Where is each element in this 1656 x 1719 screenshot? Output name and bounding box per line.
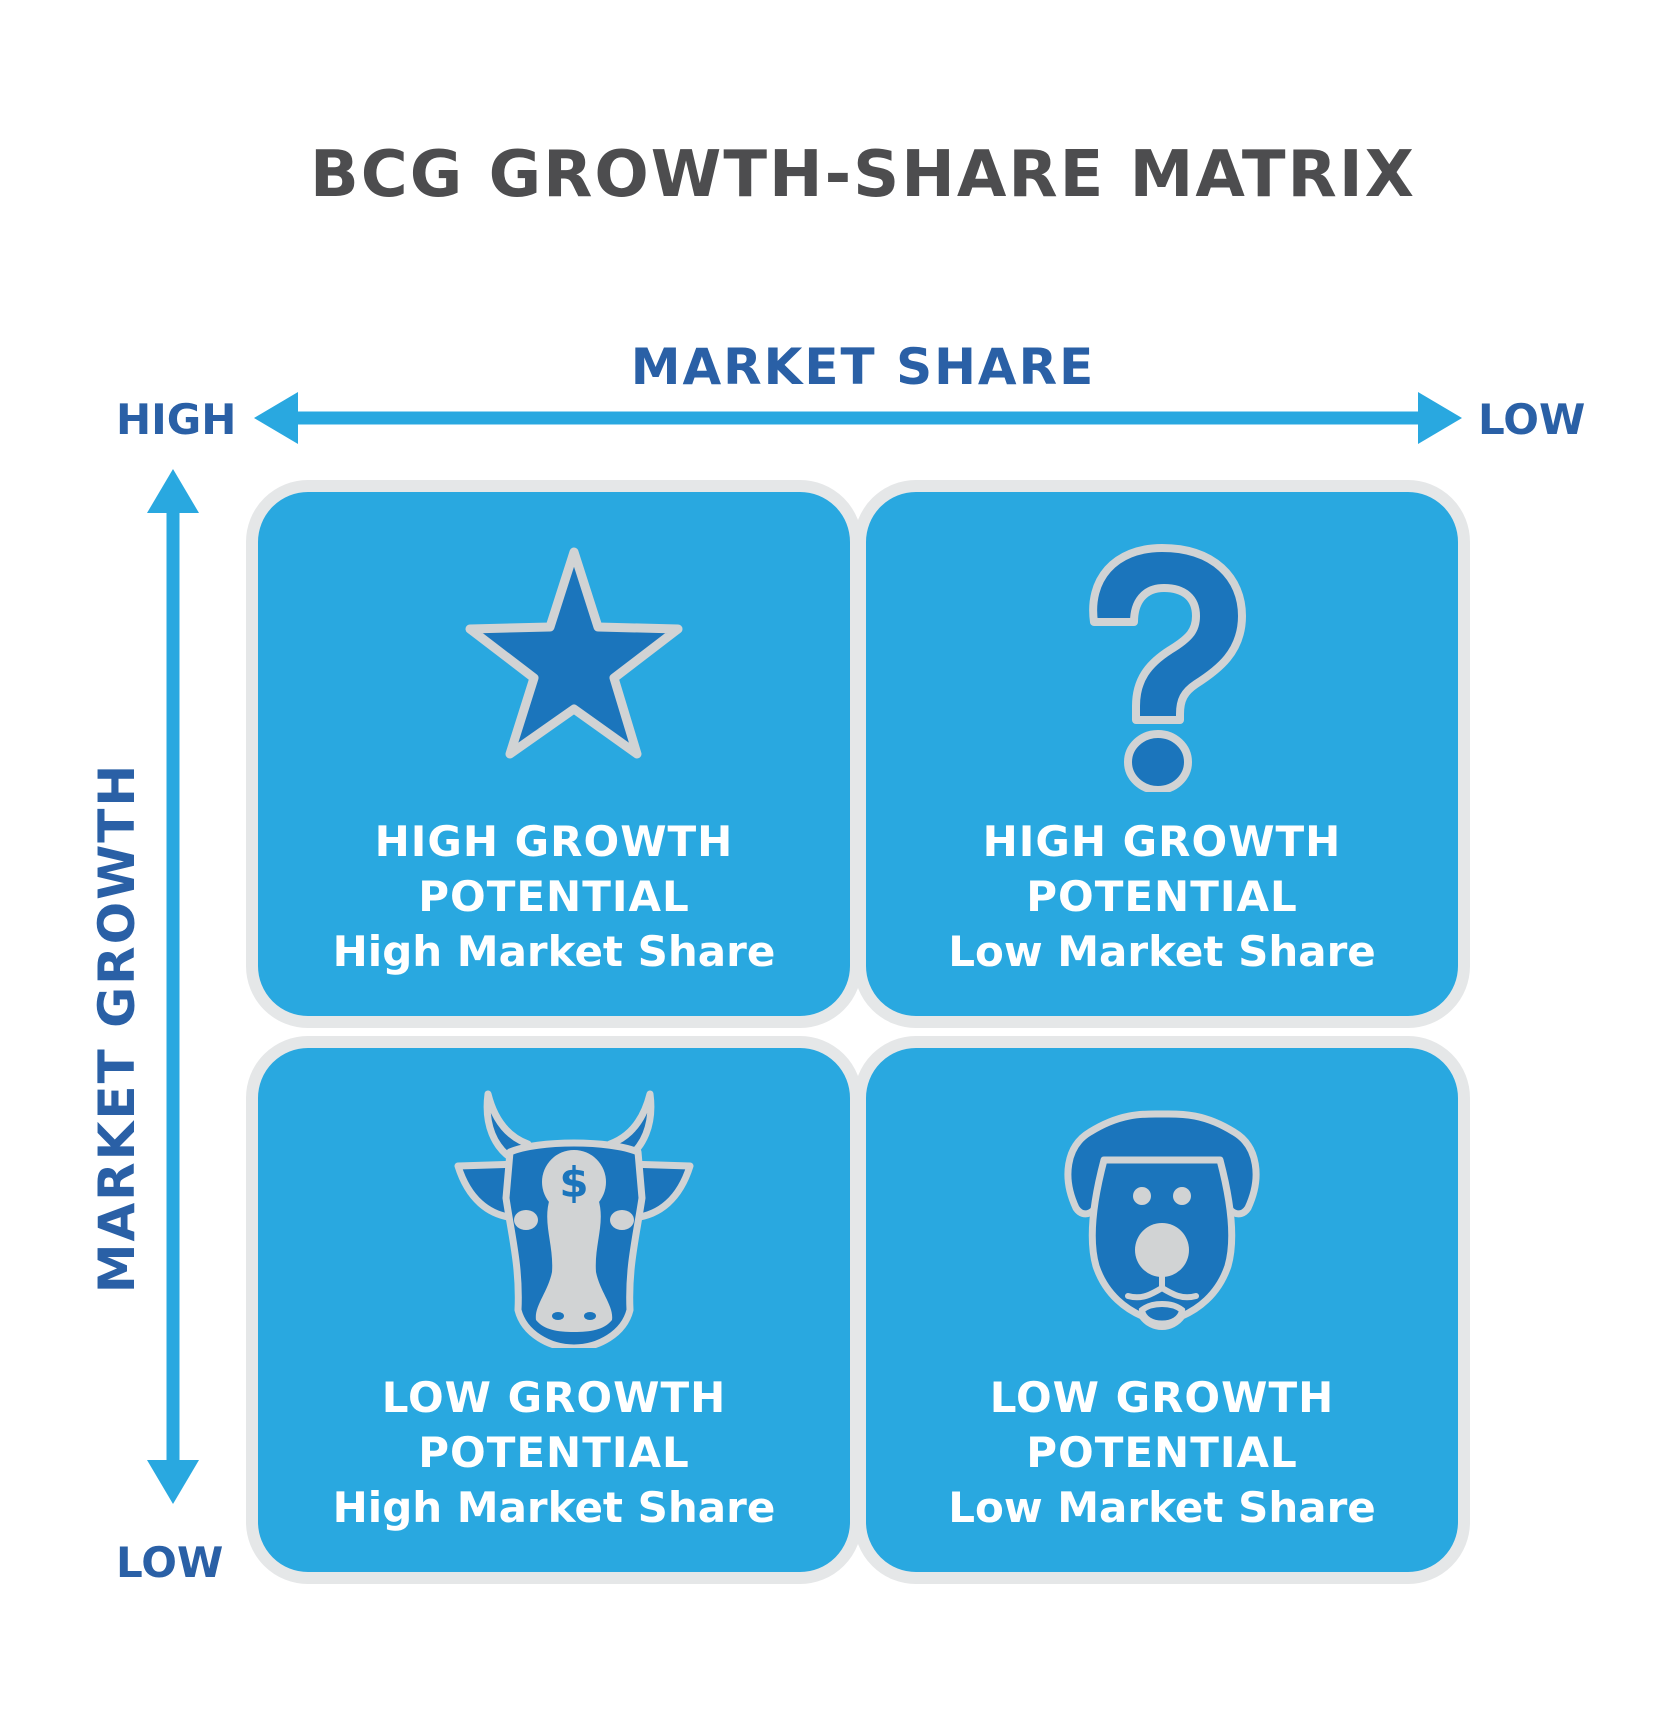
vertical-double-arrow (147, 469, 199, 1504)
quadrant-growth-label: HIGH GROWTH (374, 817, 734, 866)
quadrant-question-mark: HIGH GROWTH POTENTIAL Low Market Share (854, 480, 1470, 1028)
star-icon (465, 547, 683, 759)
page-title: BCG GROWTH-SHARE MATRIX (310, 138, 1416, 212)
quadrant-growth-label: HIGH GROWTH (982, 817, 1342, 866)
quadrant-share-label: High Market Share (332, 1483, 776, 1532)
y-axis-low-label: LOW (116, 1538, 224, 1587)
quadrant-share-label: High Market Share (332, 927, 776, 976)
quadrant-potential-label: POTENTIAL (1026, 1428, 1298, 1477)
x-axis-title: MARKET SHARE (630, 338, 1096, 396)
quadrant-growth-label: LOW GROWTH (381, 1373, 727, 1422)
quadrant-growth-label: LOW GROWTH (989, 1373, 1335, 1422)
horizontal-double-arrow (254, 392, 1462, 444)
x-axis-high-label: HIGH (116, 395, 237, 444)
question-mark-icon (1089, 544, 1246, 792)
quadrant-potential-label: POTENTIAL (418, 872, 690, 921)
cow-dollar-icon: $ (454, 1090, 694, 1348)
quadrant-potential-label: POTENTIAL (418, 1428, 690, 1477)
dog-icon (1064, 1110, 1260, 1330)
quadrant-star: HIGH GROWTH POTENTIAL High Market Share (246, 480, 862, 1028)
quadrant-cow: $ LOW GROWTH POTENTIAL High Market Share (246, 1036, 862, 1584)
svg-text:$: $ (559, 1158, 588, 1207)
quadrant-potential-label: POTENTIAL (1026, 872, 1298, 921)
quadrant-dog: LOW GROWTH POTENTIAL Low Market Share (854, 1036, 1470, 1584)
x-axis-low-label: LOW (1478, 395, 1586, 444)
quadrant-share-label: Low Market Share (948, 1483, 1376, 1532)
quadrant-share-label: Low Market Share (948, 927, 1376, 976)
